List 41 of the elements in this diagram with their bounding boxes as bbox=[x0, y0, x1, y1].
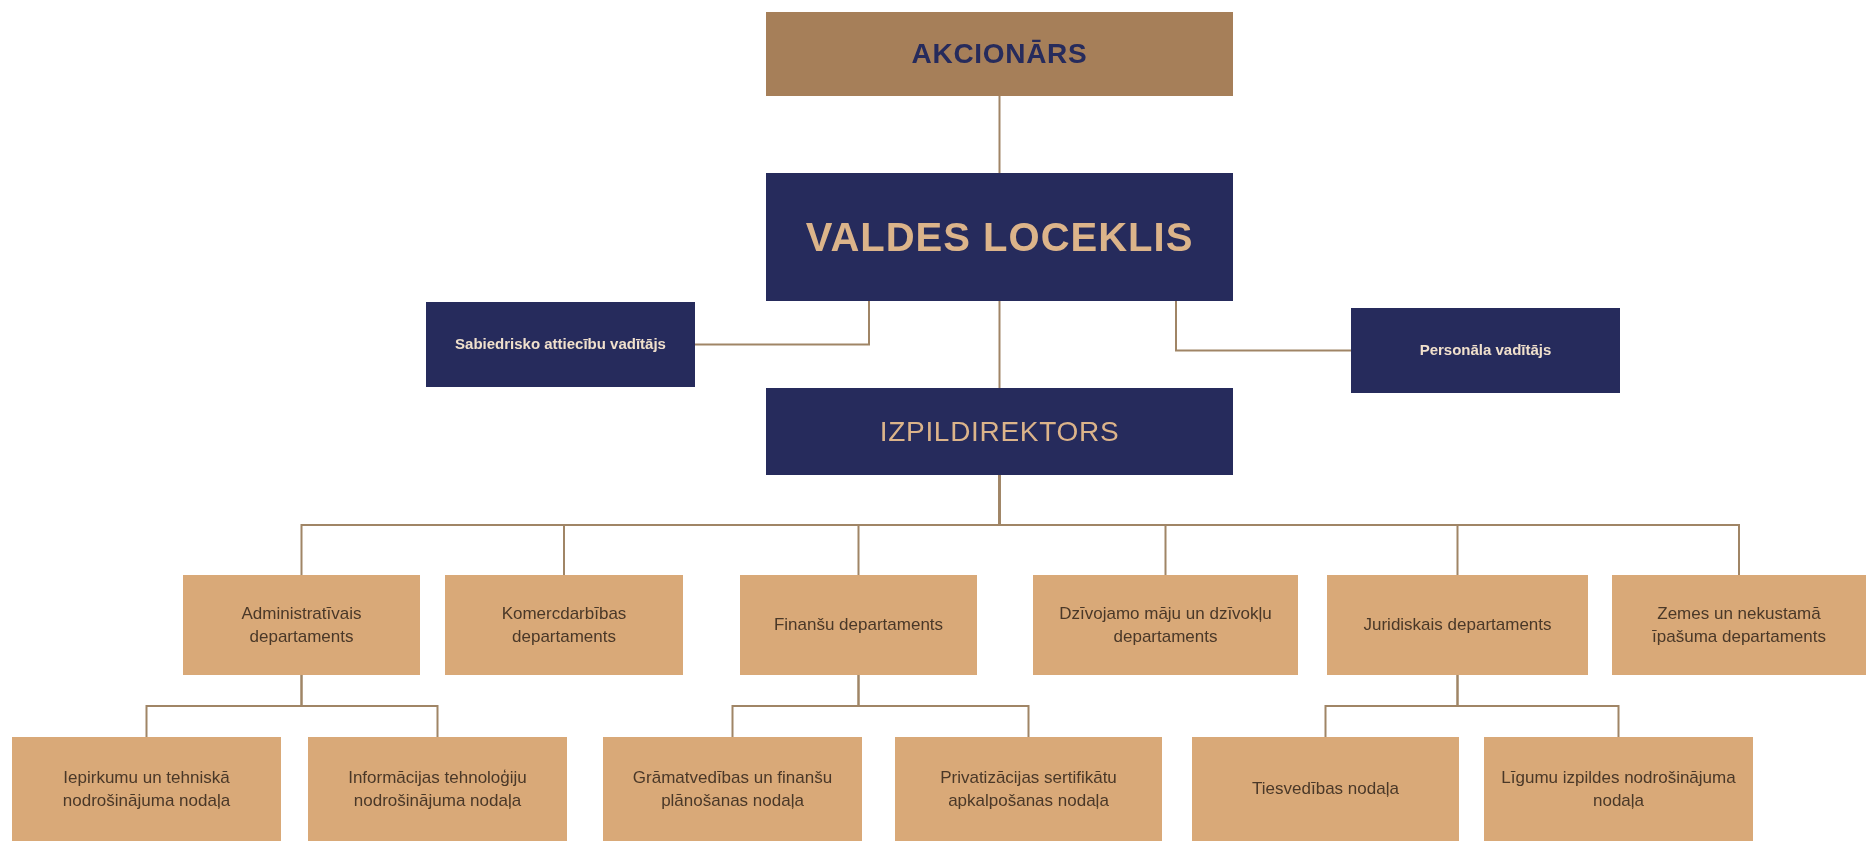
connector-line bbox=[998, 95, 1001, 174]
node-label: Tiesvedības nodaļa bbox=[1252, 778, 1399, 801]
node-label: Zemes un nekustamā īpašuma departaments bbox=[1651, 602, 1827, 648]
department-box bbox=[1484, 737, 1753, 841]
connector-line bbox=[998, 300, 1001, 389]
node-label: IZPILDIREKTORS bbox=[879, 414, 1120, 449]
node-label: Grāmatvedības un finanšu plānošanas nodaļa bbox=[631, 766, 834, 812]
node-label: Juridiskais departaments bbox=[1363, 614, 1552, 637]
node-label: Līgumu izpildes nodrošinājuma nodaļa bbox=[1500, 766, 1737, 812]
node-label: VALDES LOCEKLIS bbox=[805, 214, 1194, 261]
connector-line bbox=[694, 300, 870, 346]
node-label: Sabiedrisko attiecību vadītājs bbox=[455, 335, 666, 354]
node-label: Iepirkumu un tehniskā nodrošinājuma nodaļa bbox=[61, 766, 232, 812]
node-label: Finanšu departaments bbox=[773, 614, 944, 637]
node-label: Dzīvojamo māju un dzīvokļu departaments bbox=[1058, 602, 1273, 648]
board-box bbox=[766, 173, 1233, 301]
node-label: Informācijas tehnoloģiju nodrošinājuma nodaļa bbox=[347, 766, 528, 812]
director-box bbox=[766, 388, 1233, 475]
connector-line bbox=[1456, 674, 1620, 738]
department-box bbox=[1327, 575, 1588, 675]
node-label: AKCIONĀRS bbox=[911, 37, 1088, 71]
shareholder-box bbox=[766, 12, 1233, 96]
department-box bbox=[1033, 575, 1298, 675]
node-label: Administratīvais departaments bbox=[240, 602, 363, 648]
department-box bbox=[895, 737, 1162, 841]
connector-line bbox=[300, 674, 439, 738]
department-box bbox=[1612, 575, 1866, 675]
node-label: Komercdarbības departaments bbox=[500, 602, 628, 648]
connector-line bbox=[857, 674, 1030, 738]
node-label: Privatizācijas sertifikātu apkalpošanas nodaļa bbox=[939, 766, 1118, 812]
department-box bbox=[445, 575, 683, 675]
manager-box bbox=[1351, 308, 1620, 393]
department-box bbox=[740, 575, 977, 675]
department-box bbox=[183, 575, 420, 675]
department-box bbox=[308, 737, 567, 841]
department-box bbox=[603, 737, 862, 841]
department-box bbox=[12, 737, 281, 841]
node-label: Personāla vadītājs bbox=[1419, 341, 1552, 360]
department-box bbox=[1192, 737, 1459, 841]
connector-line bbox=[1175, 300, 1352, 352]
manager-box bbox=[426, 302, 695, 387]
